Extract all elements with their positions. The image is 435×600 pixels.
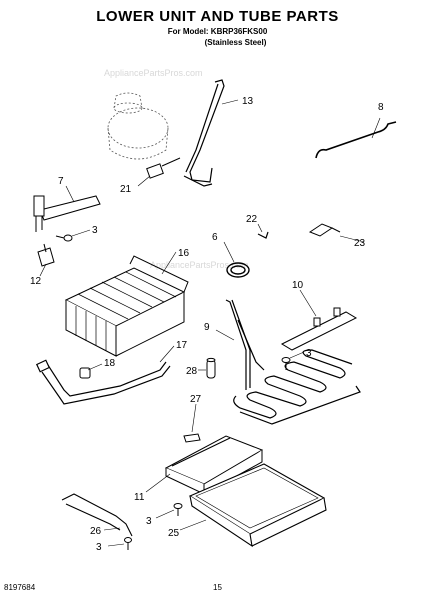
callout-23: 23 [354,238,366,249]
page-number: 15 [213,583,222,592]
compressor-outline [107,92,169,160]
page-title: LOWER UNIT AND TUBE PARTS [96,8,339,25]
callout-12: 12 [30,276,42,287]
part-3-screw-d[interactable] [124,537,132,551]
callout-22: 22 [246,214,258,225]
leader-27 [191,403,197,433]
leader-10 [299,289,317,317]
leader-3d [107,543,125,547]
watermark-text-2: AppliancePartsPros.com [150,260,249,270]
leader-6 [223,241,235,263]
part-9-drain-tube[interactable] [225,299,265,390]
callout-3-a: 3 [92,225,98,236]
part-28-tube-piece[interactable] [206,357,216,379]
document-number: 8197684 [4,583,36,592]
leader-16 [161,251,177,275]
model-finish: (Stainless Steel) [204,38,267,47]
callout-3-b: 3 [306,348,312,359]
part-7-heater[interactable] [33,195,101,232]
callout-9: 9 [204,322,210,333]
part-11-pan-holder[interactable] [164,435,264,495]
callout-27: 27 [190,394,202,405]
coil-serpentine[interactable] [233,349,361,425]
leader-9 [215,329,235,341]
part-22-clip[interactable] [257,231,269,239]
part-25-drain-pan[interactable] [188,463,327,548]
leader-7 [65,185,75,203]
leader-21 [137,175,151,187]
callout-3-d: 3 [96,542,102,553]
callout-7: 7 [58,176,64,187]
callout-16: 16 [178,248,190,259]
leader-13 [221,99,239,105]
part-13-tube[interactable] [183,79,225,187]
leader-18 [87,363,103,371]
leader-8 [371,117,381,139]
part-3-screw-c[interactable] [173,503,183,517]
callout-17: 17 [176,340,188,351]
part-27-block[interactable] [183,433,201,443]
callout-6: 6 [212,232,218,243]
callout-11: 11 [134,492,145,503]
part-3-screw-b[interactable] [281,357,291,371]
part-12-bracket[interactable] [37,243,55,267]
leader-22 [257,223,263,233]
callout-21: 21 [120,184,132,195]
watermark-text: AppliancePartsPros.com [104,68,203,78]
leader-12 [39,263,47,277]
leader-3b [289,351,305,359]
callout-18: 18 [104,358,116,369]
callout-26: 26 [90,526,102,537]
callout-8: 8 [378,102,384,113]
part-23-connector[interactable] [308,223,341,237]
part-8-wire[interactable] [315,121,397,159]
leader-17 [159,345,175,363]
part-3-screw-a[interactable] [55,234,73,242]
callout-13: 13 [242,96,254,107]
leader-26 [103,527,121,531]
callout-3-c: 3 [146,516,152,527]
leader-23 [339,235,365,243]
model-number: For Model: KBRP36FKS00 [167,27,268,36]
leader-3a [71,229,91,237]
part-10-bracket[interactable] [280,307,358,351]
leader-11 [145,473,171,493]
leader-25 [179,519,207,531]
part-21-sensor[interactable] [146,157,181,179]
callout-25: 25 [168,528,180,539]
part-26-wire-bracket[interactable] [61,493,133,537]
part-18-fitting[interactable] [79,367,91,379]
leader-3c [155,509,175,519]
part-16-condenser[interactable] [64,255,189,357]
callout-28: 28 [186,366,198,377]
part-6-ring[interactable] [226,262,250,278]
part-17-tube[interactable] [35,359,171,405]
callout-10: 10 [292,280,304,291]
